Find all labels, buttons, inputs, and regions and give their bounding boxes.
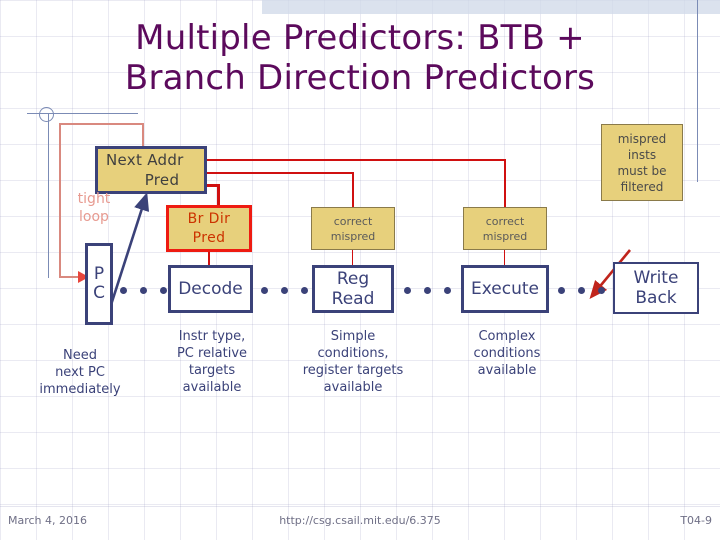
- correct-mispred-regread-line-2: mispred: [330, 229, 376, 243]
- mispred-filter-line-3: must be: [617, 163, 667, 178]
- correct-mispred-regread-line-1: correct: [333, 214, 373, 228]
- caption-pc-line-1: Need: [63, 348, 97, 363]
- next-addr-pred-line-2: Pred: [144, 171, 180, 189]
- stage-execute[interactable]: Execute: [461, 265, 549, 313]
- stage-pc-line-1: P: [93, 264, 105, 284]
- stage-decode-label: Decode: [178, 279, 243, 299]
- footer-divider: [0, 506, 720, 507]
- brdir-to-decode-line: [208, 252, 210, 266]
- caption-execute: Complex conditions available: [447, 328, 567, 379]
- stage-write-back-line-2: Back: [635, 288, 677, 308]
- next-addr-pred-line-1: Next Addr: [106, 151, 184, 169]
- br-dir-pred-line-1: Br Dir: [187, 210, 231, 227]
- caption-execute-line-3: available: [477, 363, 537, 378]
- mispred-filter-line-4: filtered: [620, 179, 664, 194]
- top-band: [262, 0, 720, 14]
- correct-mispred-execute-note: correct mispred: [463, 207, 547, 250]
- bullet-rule-horizontal: [27, 113, 138, 114]
- caption-reg-read-line-1: Simple: [330, 329, 376, 344]
- caption-execute-line-1: Complex: [478, 329, 536, 344]
- stage-reg-read-line-2: Read: [331, 289, 375, 309]
- correct-mispred-regread-note: correct mispred: [311, 207, 395, 250]
- page-title: Multiple Predictors: BTB + Branch Direct…: [30, 18, 690, 98]
- caption-reg-read-line-4: available: [323, 380, 383, 395]
- tight-loop-line-horizontal-top: [59, 123, 144, 125]
- correct-mispred-execute-line-1: correct: [485, 214, 525, 228]
- footer-date: March 4, 2016: [8, 514, 88, 527]
- mispred-feedback-line-execute-vertical: [504, 159, 506, 209]
- brdir-feedback-line-vertical: [217, 184, 220, 205]
- slide-footer: March 4, 2016 http://csg.csail.mit.edu/6…: [0, 506, 720, 540]
- caption-pc-line-3: immediately: [39, 382, 121, 397]
- footer-url: http://csg.csail.mit.edu/6.375: [279, 514, 441, 527]
- caption-decode-line-1: Instr type,: [178, 329, 246, 344]
- page-title-line-2: Branch Direction Predictors: [124, 58, 596, 98]
- page-title-line-1: Multiple Predictors: BTB +: [135, 18, 585, 58]
- stage-write-back-line-1: Write: [633, 268, 679, 288]
- tight-loop-line-1: tight: [77, 191, 111, 207]
- tight-loop-line-vertical-right: [142, 123, 144, 149]
- stage-execute-label: Execute: [471, 279, 539, 299]
- br-dir-pred-line-2: Pred: [192, 229, 226, 246]
- caption-reg-read-line-2: conditions,: [317, 346, 389, 361]
- stage-pc[interactable]: P C: [85, 243, 113, 325]
- tight-loop-line-horizontal-bottom: [59, 276, 81, 278]
- stage-reg-read-line-1: Reg: [336, 269, 370, 289]
- mispred-filter-note: mispred insts must be filtered: [601, 124, 683, 201]
- bullet-circle-icon: [39, 107, 54, 122]
- brdir-feedback-line-horizontal: [207, 184, 220, 187]
- caption-decode-line-4: available: [182, 380, 242, 395]
- pipeline-dots-decode-regread: [261, 287, 308, 294]
- footer-page: T04-9: [680, 514, 712, 527]
- caption-pc: Need next PC immediately: [14, 347, 146, 398]
- mispred-filter-line-2: insts: [627, 147, 657, 162]
- mispred-feedback-line-regread-horizontal: [207, 172, 354, 174]
- caption-reg-read-line-3: register targets: [302, 363, 404, 378]
- caption-decode: Instr type, PC relative targets availabl…: [152, 328, 272, 396]
- caption-decode-line-3: targets: [188, 363, 236, 378]
- caption-reg-read: Simple conditions, register targets avai…: [278, 328, 428, 396]
- rule-vertical-right: [697, 0, 698, 182]
- stage-reg-read[interactable]: Reg Read: [312, 265, 394, 313]
- tight-loop-label: tight loop: [64, 190, 124, 226]
- tight-loop-line-2: loop: [79, 209, 109, 225]
- stage-decode[interactable]: Decode: [168, 265, 253, 313]
- caption-execute-line-2: conditions: [473, 346, 541, 361]
- caption-decode-line-2: PC relative: [176, 346, 248, 361]
- execute-note-connector: [504, 250, 505, 266]
- pipeline-dots-execute-writeback: [558, 287, 605, 294]
- pipeline-dots-pc-decode: [120, 287, 167, 294]
- caption-pc-line-2: next PC: [55, 365, 105, 380]
- stage-pc-line-2: C: [93, 283, 105, 303]
- tight-loop-line-vertical-left: [59, 123, 61, 278]
- correct-mispred-execute-line-2: mispred: [482, 229, 528, 243]
- mispred-filter-line-1: mispred: [617, 131, 667, 146]
- mispred-feedback-line-regread-vertical: [352, 172, 354, 209]
- mispred-feedback-line-execute-horizontal: [207, 159, 506, 161]
- pipeline-dots-regread-execute: [404, 287, 451, 294]
- regread-note-connector: [352, 250, 353, 266]
- tight-loop-arrowhead: [78, 271, 89, 283]
- stage-write-back[interactable]: Write Back: [613, 262, 699, 314]
- bullet-rule-vertical-left: [48, 113, 49, 278]
- br-dir-pred-box[interactable]: Br Dir Pred: [166, 205, 252, 252]
- next-addr-pred-box[interactable]: Next Addr Pred: [95, 146, 207, 194]
